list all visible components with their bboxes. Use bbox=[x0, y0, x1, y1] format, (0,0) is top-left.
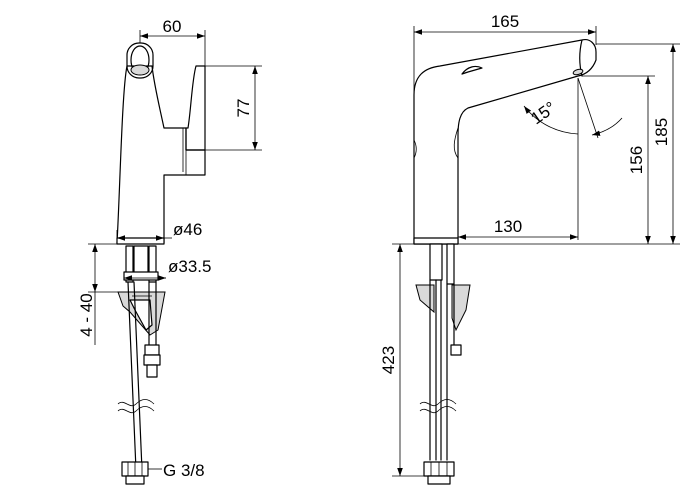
side-faucet-body bbox=[413, 39, 597, 245]
side-dim-spout-reach: 130 bbox=[494, 217, 522, 236]
front-shank-left bbox=[125, 245, 134, 283]
front-dim-width: 60 bbox=[163, 17, 182, 36]
front-view: 60 77 ø46 ø33.5 4 - 40 G 3/8 bbox=[77, 17, 262, 485]
side-dim-hose-length: 423 bbox=[379, 346, 398, 374]
front-lever bbox=[185, 65, 206, 151]
front-dim-thickness: 4 - 40 bbox=[77, 293, 96, 336]
front-base-ring bbox=[116, 237, 165, 245]
side-base-ring bbox=[413, 237, 459, 245]
front-aerator-outlet bbox=[130, 64, 150, 76]
front-shank-right bbox=[148, 245, 157, 283]
side-aerator bbox=[572, 68, 584, 76]
front-dim-lever: 77 bbox=[234, 99, 253, 118]
side-dim-width: 165 bbox=[491, 12, 519, 31]
side-lever bbox=[461, 65, 483, 75]
side-mounting-bracket bbox=[415, 284, 435, 314]
front-dim-shank-diameter: ø33.5 bbox=[168, 257, 211, 276]
side-dim-spout-height: 156 bbox=[627, 146, 646, 174]
side-view: 165 185 156 130 15° 423 bbox=[379, 12, 680, 485]
front-dim-thread: G 3/8 bbox=[163, 461, 205, 480]
side-dim-total-height: 185 bbox=[652, 118, 671, 146]
front-dim-base-diameter: ø46 bbox=[173, 220, 202, 239]
side-dim-angle: 15° bbox=[527, 98, 559, 128]
